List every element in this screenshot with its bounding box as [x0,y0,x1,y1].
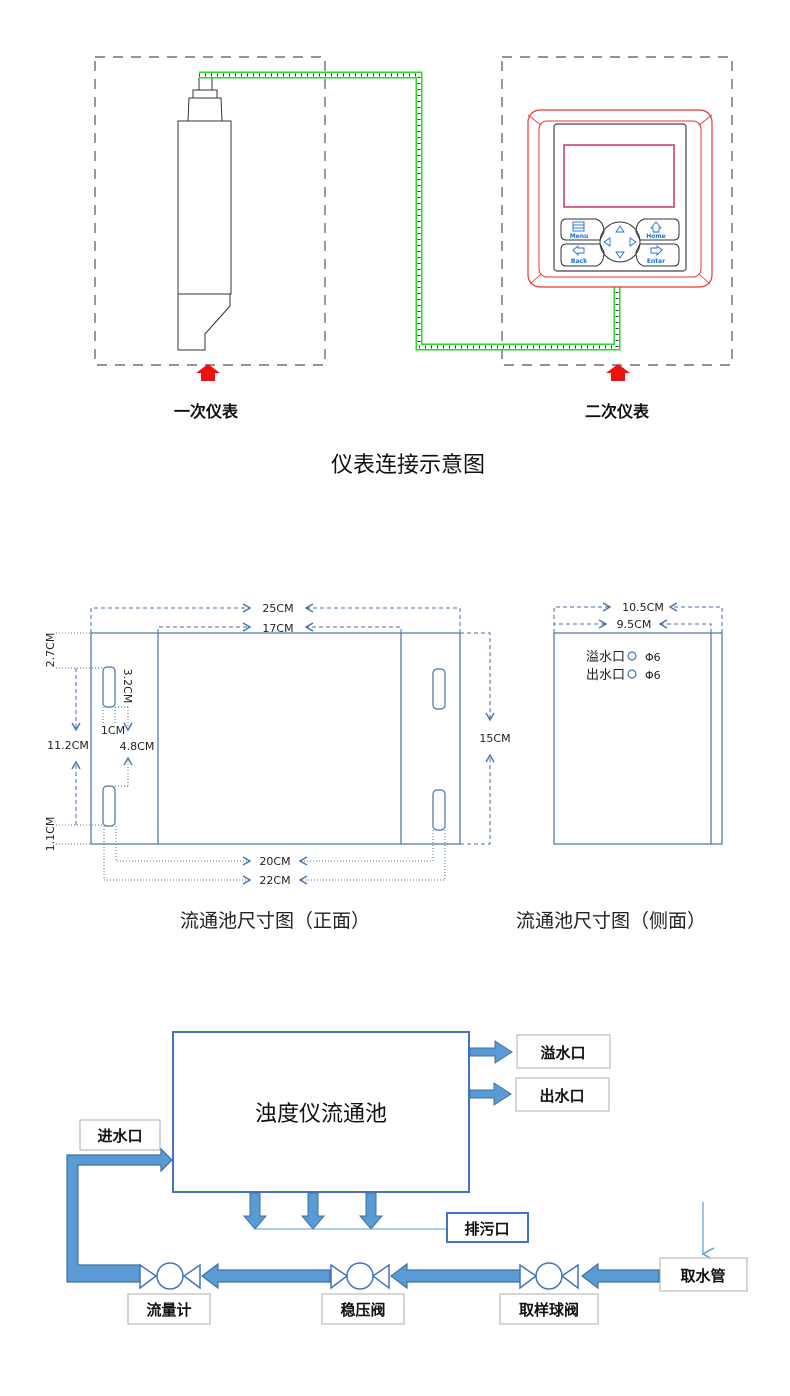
enter-icon [650,245,663,257]
menu-icon [572,221,585,232]
drain-arrows [242,1192,384,1230]
dim-inner-width: 17CM [262,622,293,635]
primary-enclosure [94,56,326,366]
flowmeter-valve-icon [139,1262,201,1290]
dpad-up-icon[interactable] [615,225,625,233]
drain-box [446,1212,529,1243]
connection-caption: 仪表连接示意图 [331,453,485,478]
home-key-label: Home [646,233,665,240]
mount-slot [102,666,116,708]
regulator-box [321,1293,405,1325]
dim-slot-gap: 4.8CM [120,740,155,753]
primary-arrow-icon [196,364,220,381]
controller-unit: Menu Home Back Enter [527,109,713,288]
port-outlet-size: Φ6 [645,669,661,682]
flow-cell-title: 浊度仪流通池 [255,1102,387,1127]
back-key[interactable] [560,243,605,267]
back-icon [572,245,585,257]
side-caption: 流通池尺寸图（侧面） [516,910,706,932]
drain-arrow-icon [300,1192,326,1230]
front-caption: 流通池尺寸图（正面） [180,910,370,932]
dim-slot-inner-span: 20CM [259,855,290,868]
home-key[interactable] [635,218,680,241]
source-label: 取水管 [680,1267,725,1285]
port-overflow-size: Φ6 [645,651,661,664]
menu-key-label: Menu [570,233,589,240]
secondary-instrument-label: 二次仪表 [585,402,650,421]
signal-cable [199,71,621,351]
outlet-port-icon [627,669,637,679]
regulator-valve-icon [330,1262,390,1290]
dim-height: 15CM [479,732,510,745]
dim-slot-outer-span: 22CM [259,874,290,887]
primary-instrument-label: 一次仪表 [174,402,239,421]
mount-slot [432,668,446,710]
port-outlet-name: 出水口 [586,668,625,683]
controller-screen [563,144,675,208]
home-icon [650,221,662,233]
drain-arrow-icon [242,1192,268,1230]
enter-key[interactable] [635,243,680,267]
flowmeter-label: 流量计 [146,1301,191,1319]
drain-arrow-icon [358,1192,384,1230]
dim-outer-depth: 10.5CM [622,601,664,614]
secondary-arrow-icon [606,364,630,381]
pipe-source-to-sampling [581,1262,660,1290]
inlet-box [79,1119,161,1151]
inlet-label: 进水口 [97,1127,142,1145]
outlet-arrow-icon [469,1082,512,1106]
sampling-valve-box [499,1293,599,1325]
port-overflow-name: 溢水口 [586,650,625,665]
overflow-port-icon [627,651,637,661]
back-key-label: Back [571,258,588,265]
sensor-probe-icon [177,77,232,351]
side-dimension-drawing [553,602,723,845]
flow-cell-box [172,1031,470,1193]
enter-key-label: Enter [647,258,665,265]
dim-total-width: 25CM [262,602,293,615]
dpad-left-icon[interactable] [603,237,611,247]
overflow-arrow-icon [469,1040,513,1064]
dpad[interactable] [599,221,641,263]
pipe-regulator-to-flowmeter [201,1262,331,1290]
dpad-right-icon[interactable] [629,237,637,247]
mount-slot [432,789,446,831]
dim-inner-depth: 9.5CM [617,618,652,631]
sampling-valve-label: 取样球阀 [519,1301,579,1319]
front-dimension-drawing [56,603,495,885]
outlet-label: 出水口 [539,1087,584,1105]
dim-slot-height: 3.2CM [121,669,134,704]
overflow-label: 溢水口 [540,1044,585,1062]
dim-slot-width: 1CM [101,724,125,737]
flow-diagram: 浊度仪流通池 溢水口 出水口 进水口 排污口 取水管 [66,1031,748,1325]
dpad-down-icon[interactable] [615,251,625,259]
mount-slot [102,785,116,827]
source-box [659,1257,748,1292]
pipe-sampling-to-regulator [390,1262,521,1290]
dim-slot-span: 11.2CM [47,739,89,752]
flowmeter-box [127,1293,211,1325]
menu-key[interactable] [560,218,605,241]
drain-label: 排污口 [464,1220,509,1238]
sampling-valve-icon [519,1262,579,1290]
outlet-box [515,1077,610,1112]
connection-diagram: Menu Home Back Enter 一次仪表 二次仪表 仪表连接示意图 [94,56,733,478]
overflow-box [516,1034,611,1069]
dim-top-margin: 2.7CM [44,633,57,668]
inlet-pipe [66,1147,173,1283]
dim-bottom-margin: 1.1CM [44,817,57,852]
regulator-label: 稳压阀 [340,1301,385,1319]
